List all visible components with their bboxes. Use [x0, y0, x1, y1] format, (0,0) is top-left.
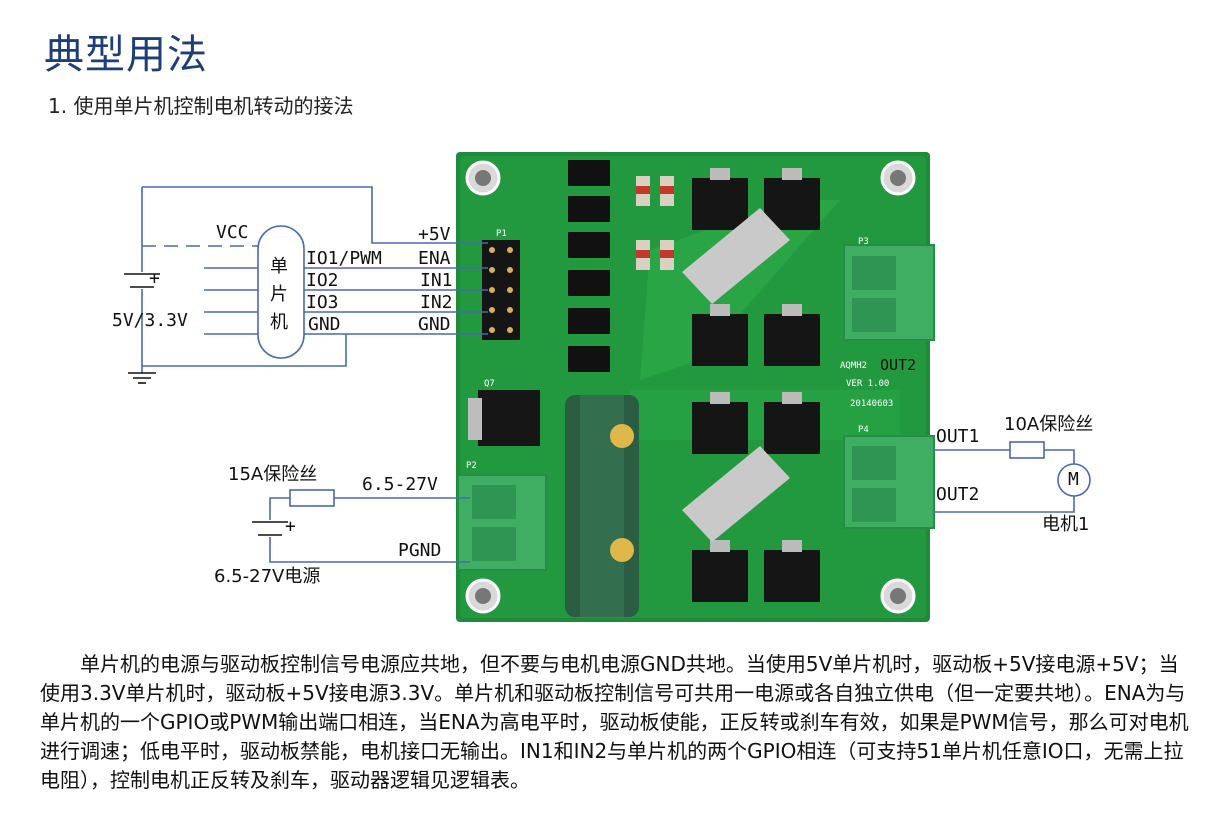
power-wiring	[252, 489, 470, 563]
page-title: 典型用法	[44, 32, 208, 78]
power-voltage-label: 6.5-27V	[362, 474, 438, 495]
silk-out2-overlay: OUT2	[880, 356, 916, 374]
header-pin-in1: IN1	[420, 270, 453, 291]
mcu-pin-io3: IO3	[306, 292, 339, 313]
mcu-label-3: 机	[270, 312, 288, 333]
silk-date: 20140603	[850, 399, 893, 409]
motor-fuse-label: 10A保险丝	[1004, 414, 1093, 435]
mcu-pin-gnd: GND	[308, 314, 341, 335]
header-pin-in2: IN2	[420, 292, 453, 313]
vcc-label: VCC	[216, 222, 249, 243]
silk-p2: P2	[466, 461, 477, 471]
cap-mark: XC	[610, 430, 629, 446]
power-source-label: 6.5-27V电源	[214, 566, 320, 587]
out1-label: OUT1	[936, 426, 979, 447]
silk-version-line1: AQMH2	[840, 361, 867, 371]
silk-p4: P4	[858, 425, 869, 435]
mcu-label-1: 单	[270, 256, 288, 277]
header-pin-ena: ENA	[418, 248, 451, 269]
silk-p1: P1	[496, 229, 507, 239]
motor-wiring	[934, 441, 1091, 513]
header-pin-5v: +5V	[418, 224, 451, 245]
power-fuse-label: 15A保险丝	[228, 464, 317, 485]
out2-label: OUT2	[936, 484, 979, 505]
svg-text:+: +	[285, 516, 296, 537]
wiring-diagram: P1 P2 P3 P4 Q7 AQMH2 VER 1.00 20140603 O…	[112, 152, 1093, 622]
svg-text:+: +	[149, 268, 160, 289]
header-pin-gnd: GND	[418, 314, 451, 335]
silk-q7: Q7	[484, 379, 495, 389]
silk-version-line2: VER 1.00	[846, 379, 889, 389]
mcu-pin-io2: IO2	[306, 270, 339, 291]
mcu-pin-io1: IO1/PWM	[306, 248, 382, 269]
driver-board-photo: P1 P2 P3 P4 Q7 AQMH2 VER 1.00 20140603 O…	[456, 152, 935, 622]
section-heading: 1. 使用单片机控制电机转动的接法	[48, 94, 354, 118]
motor-symbol: M	[1068, 469, 1079, 490]
mcu-supply-label: 5V/3.3V	[112, 310, 188, 331]
description-paragraph: 单片机的电源与驱动板控制信号电源应共地，但不要与电机电源GND共地。当使用5V单…	[40, 652, 1189, 792]
motor-label: 电机1	[1042, 514, 1089, 535]
silk-p3: P3	[858, 237, 869, 247]
pgnd-label: PGND	[398, 540, 441, 561]
mcu-label-2: 片	[270, 284, 288, 305]
mcu-wiring	[124, 186, 488, 384]
